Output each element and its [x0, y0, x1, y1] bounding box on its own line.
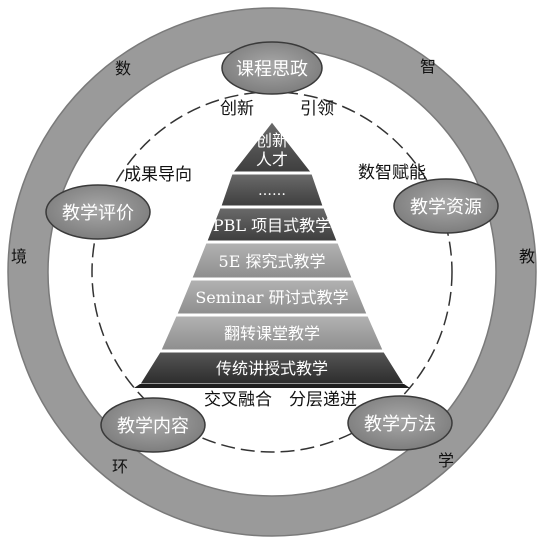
ring-char-jing: 境 — [11, 247, 27, 266]
caption-empower: 数智赋能 — [358, 163, 426, 183]
pyramid-apex-line1: 创新 — [256, 131, 288, 150]
caption-layered: 分层递进 — [289, 390, 357, 410]
ring-char-zhi: 智 — [420, 57, 436, 76]
pyramid-level-seminar — [176, 279, 368, 315]
pyramid-level-label: PBL 项目式教学 — [213, 216, 331, 235]
ring-char-shu: 数 — [115, 59, 131, 78]
pyramid-level-pbl — [206, 207, 338, 242]
ring-char-xue: 学 — [438, 451, 454, 470]
node-right: 教学资源 — [393, 178, 499, 234]
node-bottom-right-label: 教学方法 — [364, 414, 436, 435]
node-bottom-left-label: 教学内容 — [117, 416, 189, 437]
outer-ring — [8, 8, 536, 536]
pyramid-base-shadow — [134, 384, 410, 388]
node-bottom-left: 教学内容 — [100, 397, 206, 453]
node-top-label: 课程思政 — [236, 59, 308, 80]
pyramid-level-label: 翻转课堂教学 — [224, 324, 320, 343]
caption-lead: 引领 — [300, 99, 334, 119]
node-right-label: 教学资源 — [410, 197, 482, 218]
ring-char-huan: 环 — [112, 457, 128, 476]
pyramid-level-5e — [191, 242, 353, 279]
pyramid-level-label: …… — [258, 183, 286, 199]
node-left-label: 教学评价 — [62, 203, 134, 224]
ring-char-jiao: 教 — [519, 247, 535, 266]
pyramid — [134, 121, 410, 388]
pyramid-apex-line2: 人才 — [256, 150, 288, 169]
pyramid-level-ellipsis — [220, 173, 324, 207]
node-left: 教学评价 — [45, 184, 151, 240]
node-top: 课程思政 — [221, 41, 323, 95]
pyramid-level-label: 5E 探究式教学 — [219, 252, 326, 271]
caption-outcome: 成果导向 — [124, 165, 192, 185]
caption-innovation: 创新 — [220, 99, 254, 119]
caption-fusion: 交叉融合 — [204, 390, 272, 410]
pyramid-apex — [231, 121, 313, 173]
outer-ring-edge-outer — [7, 7, 537, 537]
pyramid-level-label: Seminar 研讨式教学 — [195, 288, 348, 307]
pyramid-level-label: 传统讲授式教学 — [216, 359, 328, 378]
node-bottom-right: 教学方法 — [347, 395, 453, 451]
pyramid-level-flipped — [160, 315, 384, 351]
